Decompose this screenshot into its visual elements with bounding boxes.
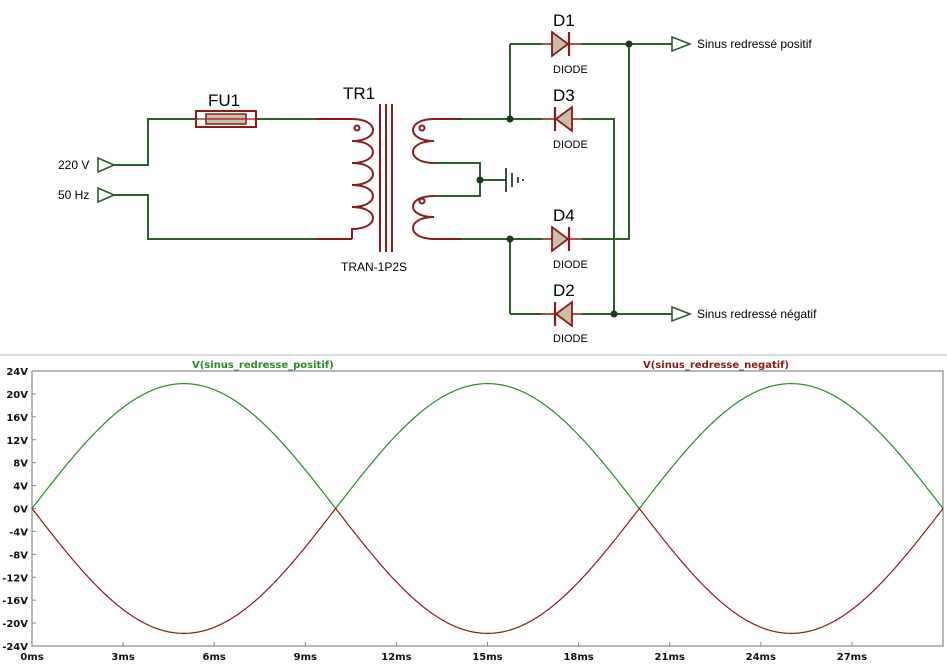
x-tick-label: 6ms: [203, 652, 226, 663]
port-frequency-icon: [97, 186, 116, 204]
x-tick-label: 27ms: [837, 652, 867, 663]
diode-d4-label: D4: [553, 206, 575, 225]
x-tick-label: 3ms: [111, 652, 134, 663]
plot-frame: [31, 370, 944, 647]
port-voltage-icon: [97, 156, 116, 174]
y-axis-ticks: 24V 20V 16V 12V 8V 4V 0V -4V -8V -12V -16V -20V -24V: [2, 367, 36, 653]
diode-d1-model: DIODE: [553, 64, 588, 76]
diode-d1-icon: [542, 30, 582, 58]
junction-dots: [476, 40, 633, 318]
diode-d4-icon: [542, 225, 582, 253]
y-tick-label: 0V: [13, 505, 28, 516]
y-tick-label: -8V: [9, 550, 28, 561]
transformer-label: TR1: [343, 84, 375, 103]
x-tick-label: 15ms: [472, 652, 502, 663]
input-voltage-label: 220 V: [58, 158, 89, 172]
x-tick-label: 18ms: [563, 652, 593, 663]
trace-positive-line: [31, 383, 944, 510]
y-tick-label: -12V: [2, 573, 28, 584]
y-tick-label: 12V: [6, 436, 28, 447]
diode-d2-label: D2: [553, 281, 575, 300]
fuse-label: FU1: [208, 91, 240, 110]
y-tick-label: 8V: [13, 459, 28, 470]
x-tick-label: 24ms: [746, 652, 776, 663]
y-tick-label: -24V: [2, 642, 28, 653]
diode-d2-icon: [542, 300, 582, 328]
x-tick-label: 0ms: [20, 652, 43, 663]
diode-d1-label: D1: [553, 11, 575, 30]
transformer-model-label: TRAN-1P2S: [341, 260, 407, 274]
diode-d4-model: DIODE: [553, 259, 588, 271]
input-frequency-label: 50 Hz: [58, 188, 89, 202]
diode-d2-model: DIODE: [553, 333, 588, 345]
fuse-icon: [195, 110, 257, 128]
y-tick-label: 16V: [6, 413, 28, 424]
y-tick-label: 4V: [13, 482, 28, 493]
trace-negative-line: [31, 507, 944, 635]
trace-negative-title: V(sinus_redresse_negatif): [643, 360, 789, 371]
x-tick-label: 12ms: [381, 652, 411, 663]
schematic-diagram: 220 V 50 Hz FU1 TR1 TRAN-1P2S: [58, 11, 817, 345]
trace-positive-title: V(sinus_redresse_positif): [192, 360, 334, 371]
y-tick-label: 24V: [6, 367, 28, 378]
input-ports: [97, 156, 116, 204]
x-tick-label: 21ms: [655, 652, 685, 663]
output-ports: [671, 35, 693, 323]
y-tick-label: -4V: [9, 527, 28, 538]
output-negative-icon: [671, 305, 693, 323]
diode-d3-label: D3: [553, 86, 575, 105]
output-positive-label: Sinus redressé positif: [697, 37, 812, 51]
diode-d3-icon: [542, 105, 582, 133]
x-tick-label: 9ms: [294, 652, 317, 663]
y-tick-label: -16V: [2, 596, 28, 607]
y-tick-label: -20V: [2, 619, 28, 630]
y-tick-label: 20V: [6, 390, 28, 401]
diode-d3-model: DIODE: [553, 139, 588, 151]
ground-icon: [505, 168, 524, 192]
output-positive-icon: [671, 35, 693, 53]
x-axis-ticks: 0ms 3ms 6ms 9ms 12ms 15ms 18ms 21ms 24ms 27ms: [20, 642, 867, 663]
output-negative-label: Sinus redressé négatif: [697, 307, 817, 321]
transformer-icon: [316, 104, 462, 252]
